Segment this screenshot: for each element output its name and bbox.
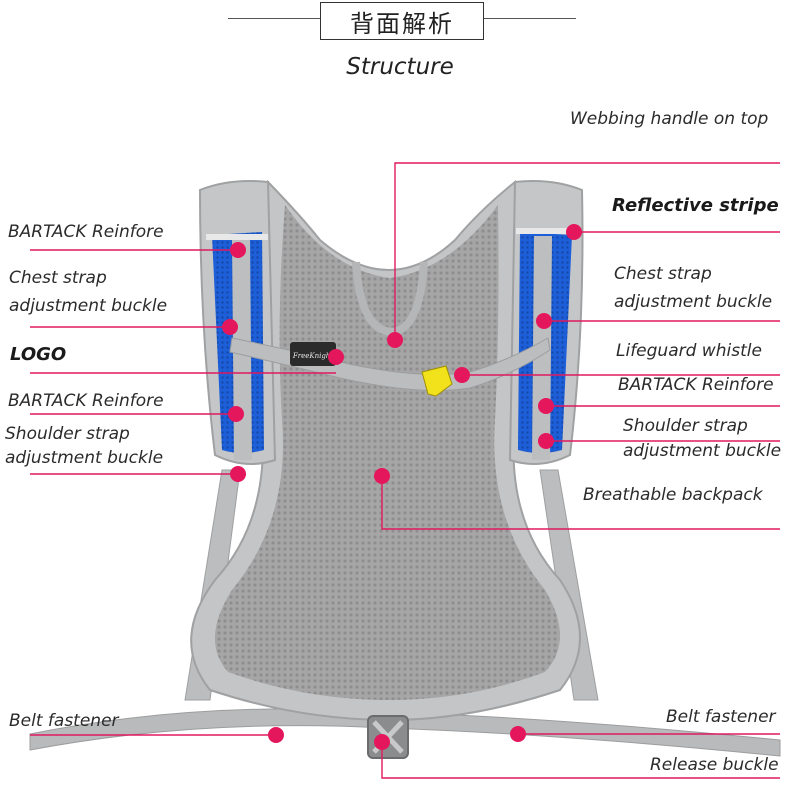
- dot-reflective: [566, 224, 582, 240]
- title-rule-right: [484, 18, 576, 19]
- label-belt-left: Belt fastener: [9, 711, 119, 731]
- label-breathable: Breathable backpack: [583, 485, 763, 505]
- callout-lines: [30, 162, 780, 779]
- callout-dots: [222, 224, 582, 750]
- right-reflective-band: [516, 228, 578, 234]
- label-reflective-stripe: Reflective stripe: [612, 195, 779, 216]
- dot-bartack-left-2: [228, 406, 244, 422]
- label-shoulder-right-2: adjustment buckle: [623, 441, 782, 461]
- dot-chest-right: [536, 313, 552, 329]
- label-chest-strap-left-1: Chest strap: [9, 268, 107, 288]
- logo-patch-text: FreeKnight: [292, 352, 333, 360]
- label-bartack-left: BARTACK Reinfore: [8, 222, 164, 242]
- whistle: [421, 365, 453, 397]
- dot-whistle: [454, 367, 470, 383]
- dot-shoulder-right: [538, 433, 554, 449]
- label-webbing-handle: Webbing handle on top: [570, 109, 769, 129]
- top-handle: [352, 261, 428, 337]
- dot-logo: [328, 349, 344, 365]
- label-logo: LOGO: [10, 344, 67, 365]
- callout-line-release: [381, 742, 780, 779]
- page-title: 背面解析: [320, 2, 484, 40]
- label-shoulder-left-2: adjustment buckle: [5, 448, 164, 468]
- dot-bartack-left: [230, 242, 246, 258]
- label-lifeguard-whistle: Lifeguard whistle: [616, 341, 762, 361]
- callout-line-handle: [394, 162, 780, 340]
- label-shoulder-right-1: Shoulder strap: [623, 416, 748, 436]
- dot-release: [374, 734, 390, 750]
- label-release-buckle: Release buckle: [650, 755, 779, 775]
- label-bartack-right: BARTACK Reinfore: [618, 375, 774, 395]
- dot-chest-left: [222, 319, 238, 335]
- callout-line-breathable: [381, 476, 780, 530]
- label-belt-right: Belt fastener: [666, 707, 776, 727]
- dot-belt-right: [510, 726, 526, 742]
- logo-patch: [290, 342, 336, 366]
- label-chest-strap-right-1: Chest strap: [614, 264, 712, 284]
- label-bartack-left-2: BARTACK Reinfore: [8, 391, 164, 411]
- dot-handle: [387, 332, 403, 348]
- label-shoulder-left-1: Shoulder strap: [5, 424, 130, 444]
- page-subtitle: Structure: [346, 54, 454, 80]
- left-reflective-band: [206, 234, 268, 240]
- dot-bartack-right: [538, 398, 554, 414]
- dot-breathable: [374, 468, 390, 484]
- dot-shoulder-left: [230, 466, 246, 482]
- back-panel-mesh: [214, 205, 560, 700]
- dot-belt-left: [268, 727, 284, 743]
- title-rule-left: [228, 18, 320, 19]
- label-chest-strap-right-2: adjustment buckle: [614, 292, 773, 312]
- label-chest-strap-left-2: adjustment buckle: [9, 296, 168, 316]
